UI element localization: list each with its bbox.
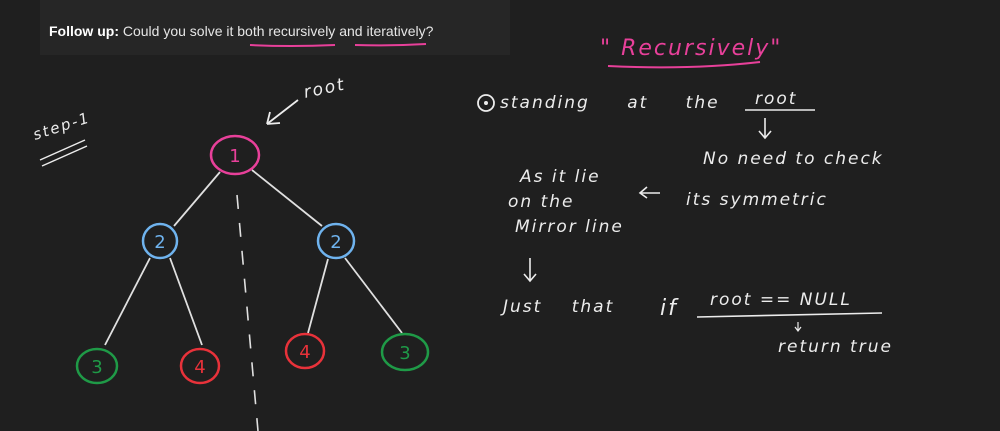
- note-standing: standing at the: [500, 93, 720, 113]
- arrow-down-icon: [794, 322, 802, 332]
- tree-leaf: 4: [284, 332, 326, 370]
- root-label: root: [302, 74, 348, 102]
- note-just-that: Just that: [500, 297, 614, 317]
- arrow-down-icon: [523, 258, 537, 283]
- note-left-1: As it lie: [519, 167, 601, 187]
- underline-iteratively: [354, 43, 427, 47]
- note-left-2: on the: [508, 192, 574, 212]
- follow-up-text-mid: and: [335, 23, 367, 39]
- tree-node-left: 2: [141, 222, 179, 260]
- tree-edges: [104, 169, 403, 346]
- tree-node-root: 1: [209, 134, 261, 176]
- condition-underline: [696, 312, 883, 318]
- svg-text:2: 2: [154, 232, 165, 253]
- note-right-1: No need to check: [703, 149, 884, 169]
- arrow-down-icon: [758, 118, 772, 140]
- svg-text:1: 1: [229, 146, 240, 167]
- recursively-text: recursively: [268, 23, 336, 39]
- recursively-heading: " Recursively": [600, 36, 782, 61]
- svg-text:4: 4: [194, 357, 205, 378]
- note-return-true: return true: [778, 337, 893, 357]
- note-root: root: [755, 89, 797, 109]
- mirror-line: [236, 194, 259, 431]
- tree-leaf: 3: [380, 332, 430, 372]
- svg-text:3: 3: [91, 357, 102, 378]
- follow-up-text: Could you solve it both: [122, 23, 269, 39]
- iteratively-text: iteratively?: [366, 23, 434, 39]
- bullet-icon: [477, 94, 495, 112]
- tree-leaf: 4: [179, 347, 221, 385]
- svg-text:3: 3: [399, 343, 410, 364]
- step-label: step-1: [31, 108, 93, 143]
- svg-text:2: 2: [330, 232, 341, 253]
- note-left-3: Mirror line: [515, 217, 624, 237]
- arrow-icon: [266, 99, 299, 125]
- tree-leaf: 3: [75, 347, 119, 385]
- bullet-dot: [484, 101, 488, 105]
- tree-node-right: 2: [316, 222, 356, 260]
- note-if: if: [660, 296, 679, 321]
- heading-underline: [607, 61, 761, 69]
- step-underline: [39, 139, 88, 167]
- underline-recursively: [249, 44, 336, 47]
- note-condition: root == NULL: [710, 290, 852, 310]
- arrow-left-icon: [638, 186, 660, 199]
- svg-text:4: 4: [299, 342, 310, 363]
- follow-up-label: Follow up:: [49, 23, 119, 39]
- note-right-2: its symmetric: [686, 190, 828, 210]
